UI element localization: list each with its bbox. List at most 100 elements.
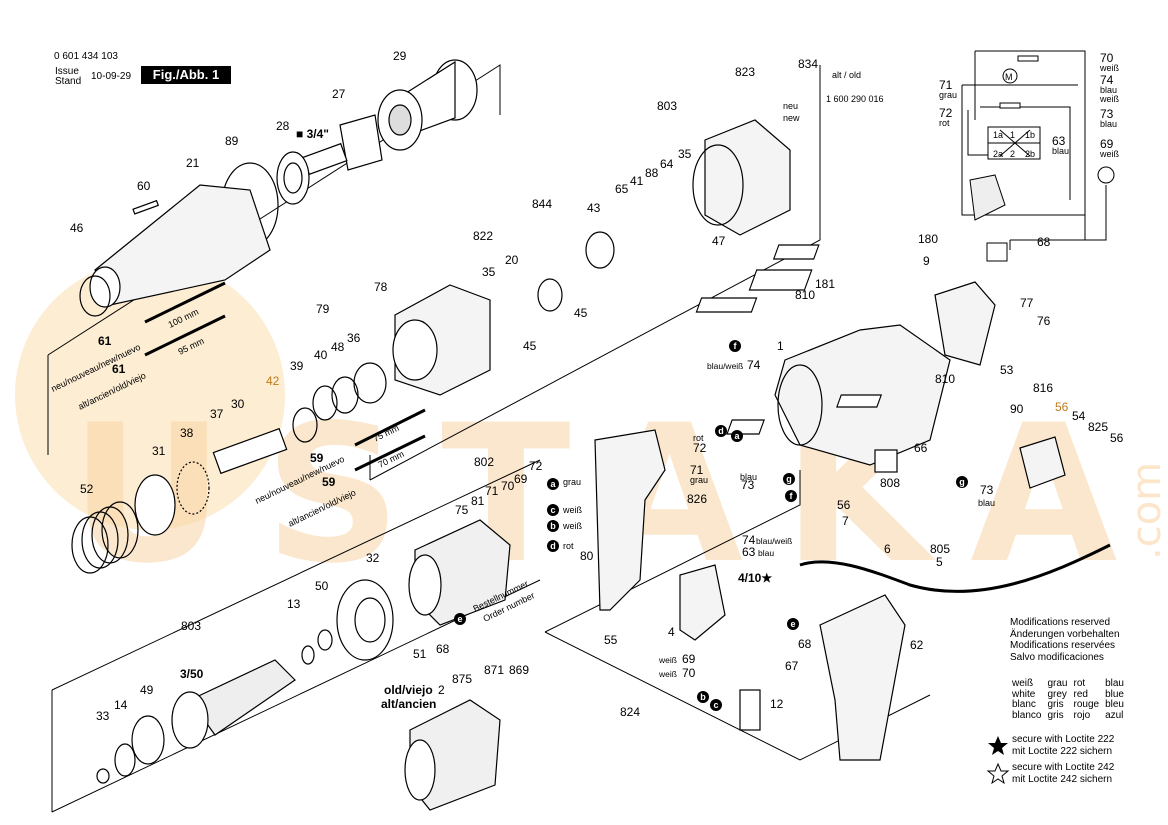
armature-803 — [171, 659, 296, 749]
label-77: 77 — [1020, 296, 1034, 310]
label-62: 62 — [910, 638, 924, 652]
label-78: 78 — [374, 280, 388, 294]
label-7: 7 — [842, 514, 849, 528]
label-63: 63 — [742, 545, 756, 559]
label-46: 46 — [70, 221, 84, 235]
issue-label: Issue — [55, 66, 79, 77]
label-6: 6 — [884, 542, 891, 556]
label-70b: 70 — [682, 666, 696, 680]
label-50: 50 — [315, 579, 329, 593]
ring-48 — [331, 376, 359, 414]
label-81: 81 — [471, 494, 485, 508]
label-27: 27 — [332, 87, 346, 101]
wire-weiss-1: weiß — [562, 505, 583, 515]
label-73a: 73 — [741, 478, 755, 492]
label-65: 65 — [615, 182, 629, 196]
switch-2b: 2b — [1025, 149, 1035, 159]
label-66 — [726, 419, 765, 435]
loctite-222-note: secure with Loctite 222 mit Loctite 222 … — [1012, 734, 1115, 757]
label-49: 49 — [140, 683, 154, 697]
gear-844 — [537, 278, 563, 312]
label-40: 40 — [314, 348, 328, 362]
label-28: 28 — [276, 119, 290, 133]
label-4: 4 — [668, 625, 675, 639]
label-803b: 803 — [181, 619, 201, 633]
switch-2: 2 — [1010, 149, 1015, 159]
label-76: 76 — [1037, 314, 1051, 328]
label-61a: 61 — [98, 334, 112, 348]
label-33: 33 — [96, 709, 110, 723]
mod-es: Salvo modificaciones — [1010, 651, 1104, 663]
part-labels: 29 27 28 ■ 3/4" 89 21 60 46 61 61 neu/no… — [49, 49, 1123, 723]
label-75: 75 — [455, 503, 469, 517]
socket-29 — [377, 59, 478, 151]
label-180: 180 — [918, 232, 938, 246]
label-54: 54 — [1072, 409, 1086, 423]
part-12 — [739, 689, 761, 731]
label-80: 80 — [580, 549, 594, 563]
label-13: 13 — [287, 597, 301, 611]
label-35b: 35 — [678, 147, 692, 161]
part-number: 0 601 434 103 — [54, 51, 118, 62]
label-weiss-4: weiß — [658, 669, 677, 679]
label-old-viejo: old/viejo — [384, 683, 433, 697]
bolt-61a — [144, 281, 226, 324]
label-55: 55 — [604, 633, 618, 647]
spring-52 — [71, 501, 139, 574]
label-824: 824 — [620, 705, 640, 719]
label-alt-old: alt / old — [832, 70, 861, 80]
label-70a: 70 — [501, 479, 515, 493]
label-181: 181 — [815, 277, 835, 291]
mod-de: Änderungen vorbehalten — [1010, 628, 1120, 640]
label-60: 60 — [137, 179, 151, 193]
label-neu: neu — [783, 101, 798, 111]
label-69a: 69 — [514, 472, 528, 486]
bolt-59b — [354, 434, 426, 472]
label-new: new — [783, 113, 800, 123]
label-871: 871 — [484, 663, 504, 677]
label-3-50: 3/50 — [180, 667, 204, 681]
wiring-labels: 70 weiß 74 blau weiß 71 grau 72 rot 73 b… — [939, 51, 1120, 249]
label-4-10: 4/10★ — [738, 571, 772, 585]
hammer-31 — [134, 474, 176, 536]
marker-e-2: e — [790, 619, 795, 629]
old-stator-875 — [404, 699, 501, 811]
label-68a: 68 — [436, 642, 450, 656]
marker-b-1: b — [550, 521, 556, 531]
label-822: 822 — [473, 229, 493, 243]
label-53: 53 — [1000, 363, 1014, 377]
label-blau-2: blau — [978, 498, 995, 508]
label-875: 875 — [452, 672, 472, 686]
label-blau-weiss-2: blau/weiß — [756, 536, 792, 546]
cap-33 — [96, 768, 110, 784]
handle-55 — [594, 429, 666, 611]
balls-38 — [176, 461, 210, 515]
label-43: 43 — [587, 201, 601, 215]
label-12: 12 — [770, 697, 784, 711]
label-35a: 35 — [482, 265, 496, 279]
cover-825 — [1019, 436, 1066, 489]
label-808 — [874, 449, 898, 473]
watermark-com: .com — [1124, 462, 1168, 560]
label-14: 14 — [114, 698, 128, 712]
label-810b: 810 — [935, 372, 955, 386]
label-31: 31 — [152, 444, 166, 458]
wiring-74: 74 — [1100, 73, 1114, 87]
label-816: 816 — [1033, 381, 1053, 395]
marker-c-1: c — [550, 505, 555, 515]
stator-802 — [408, 519, 511, 626]
label-67: 67 — [785, 659, 799, 673]
label-834: 834 — [798, 57, 818, 71]
gear-housing-822 — [392, 284, 491, 396]
mod-en: Modifications reserved — [1010, 617, 1111, 628]
label-9 — [748, 269, 813, 291]
bolt-61b — [144, 314, 226, 357]
label-869: 869 — [509, 663, 529, 677]
marker-d-1: d — [550, 541, 556, 551]
wiring-63: 63 — [1052, 134, 1066, 148]
figure-title: Fig./Abb. 1 — [141, 66, 231, 84]
label-68b: 68 — [798, 637, 812, 651]
marker-d-2: d — [718, 426, 724, 436]
